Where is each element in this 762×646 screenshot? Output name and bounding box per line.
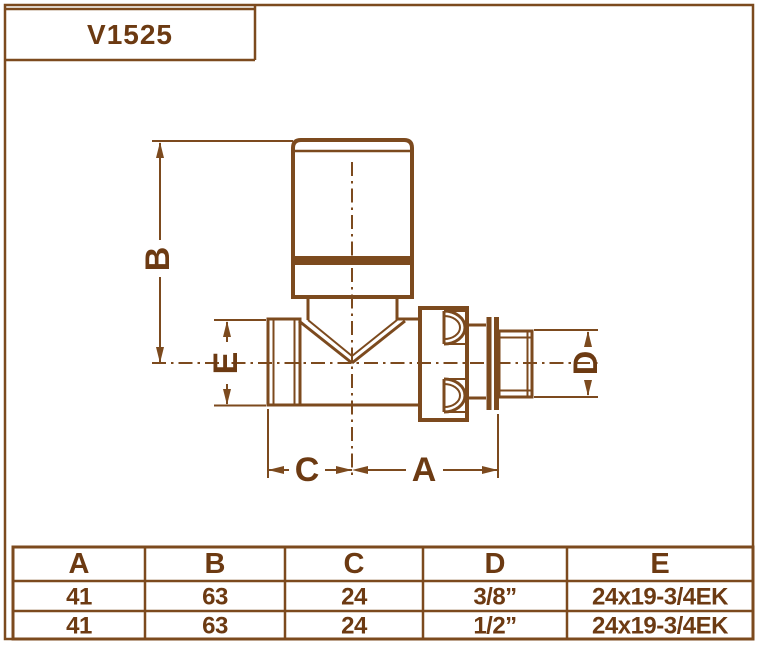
dim-label-B: B xyxy=(139,247,177,272)
title-block: V1525 xyxy=(5,5,257,62)
header-B: B xyxy=(205,548,226,580)
spec-table-row-1: 41 63 24 3/8” 24x19-3/4EK xyxy=(66,584,729,611)
dimension-D: D xyxy=(534,329,605,398)
dim-label-E: E xyxy=(207,352,245,375)
dim-label-A: A xyxy=(412,451,437,489)
cell-r1-D: 3/8” xyxy=(473,584,516,611)
dim-label-D: D xyxy=(567,351,605,376)
drawing-frame xyxy=(3,3,755,641)
valve-handle xyxy=(291,138,414,299)
header-A: A xyxy=(69,548,90,580)
cell-r1-B: 63 xyxy=(202,584,228,611)
cell-r2-B: 63 xyxy=(202,613,228,640)
cell-r2-A: 41 xyxy=(66,613,92,640)
header-D: D xyxy=(485,548,506,580)
cell-r1-A: 41 xyxy=(66,584,92,611)
header-E: E xyxy=(650,548,669,580)
spec-table-header-row: A B C D E xyxy=(69,548,670,580)
center-lines xyxy=(152,162,598,478)
cell-r1-C: 24 xyxy=(341,584,368,611)
dimension-C-A: C A xyxy=(267,409,499,489)
dim-label-C: C xyxy=(295,451,320,489)
dimension-E: E xyxy=(207,319,266,407)
spec-table: A B C D E 41 63 24 3/8” 24x19-3/4EK 41 6… xyxy=(11,545,755,641)
union-nut-flats xyxy=(442,309,467,414)
cell-r2-E: 24x19-3/4EK xyxy=(592,613,729,640)
dimension-B: B xyxy=(139,140,293,363)
cell-r1-E: 24x19-3/4EK xyxy=(592,584,729,611)
valve-body-outline xyxy=(266,138,534,422)
spec-table-row-2: 41 63 24 1/2” 24x19-3/4EK xyxy=(66,613,729,640)
header-C: C xyxy=(344,548,365,580)
cell-r2-D: 1/2” xyxy=(473,613,516,640)
model-number: V1525 xyxy=(87,19,173,50)
cell-r2-C: 24 xyxy=(341,613,368,640)
